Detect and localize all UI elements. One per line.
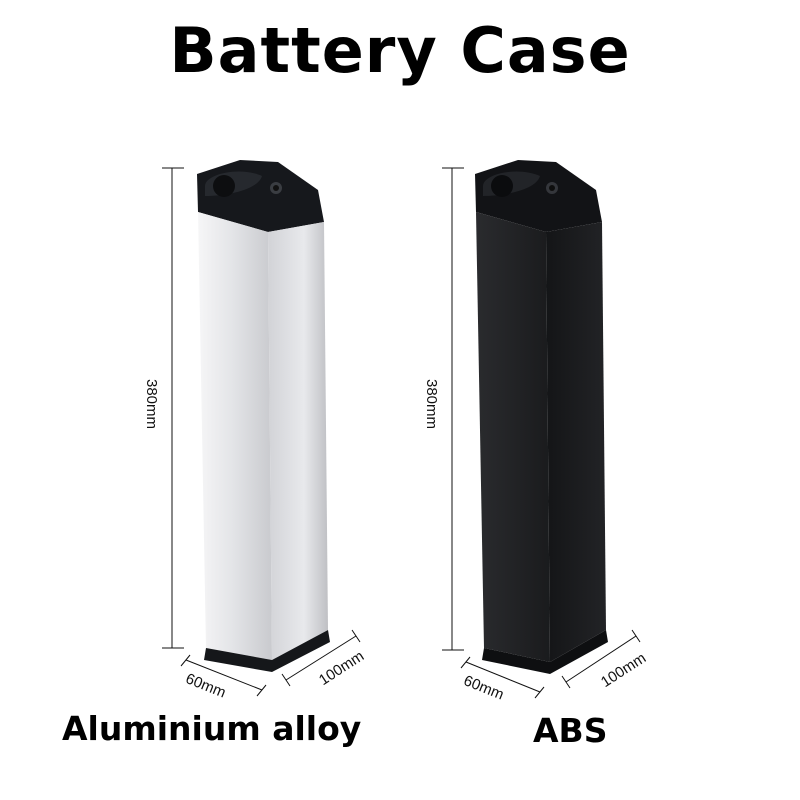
abs-case-side xyxy=(546,222,606,662)
aluminium-case-front xyxy=(198,212,272,660)
abs-case-bottom xyxy=(482,630,608,674)
abs-height-label: 380mm xyxy=(423,379,440,429)
aluminium-case-bottom xyxy=(204,630,330,672)
abs-battery-case: 380mm 60mm 100mm xyxy=(423,160,649,704)
abs-width-label: 60mm xyxy=(461,672,506,703)
abs-case-front xyxy=(476,212,550,662)
aluminium-case-side xyxy=(268,222,328,660)
aluminium-width-label: 60mm xyxy=(183,670,228,701)
aluminium-battery-case: 380mm 60mm 100mm xyxy=(143,160,367,702)
aluminium-depth-label: 100mm xyxy=(316,647,367,689)
aluminium-height-label: 380mm xyxy=(143,379,160,429)
aluminium-alloy-label: Aluminium alloy xyxy=(62,709,362,748)
page-title: Battery Case xyxy=(169,14,631,87)
abs-label: ABS xyxy=(533,711,608,750)
